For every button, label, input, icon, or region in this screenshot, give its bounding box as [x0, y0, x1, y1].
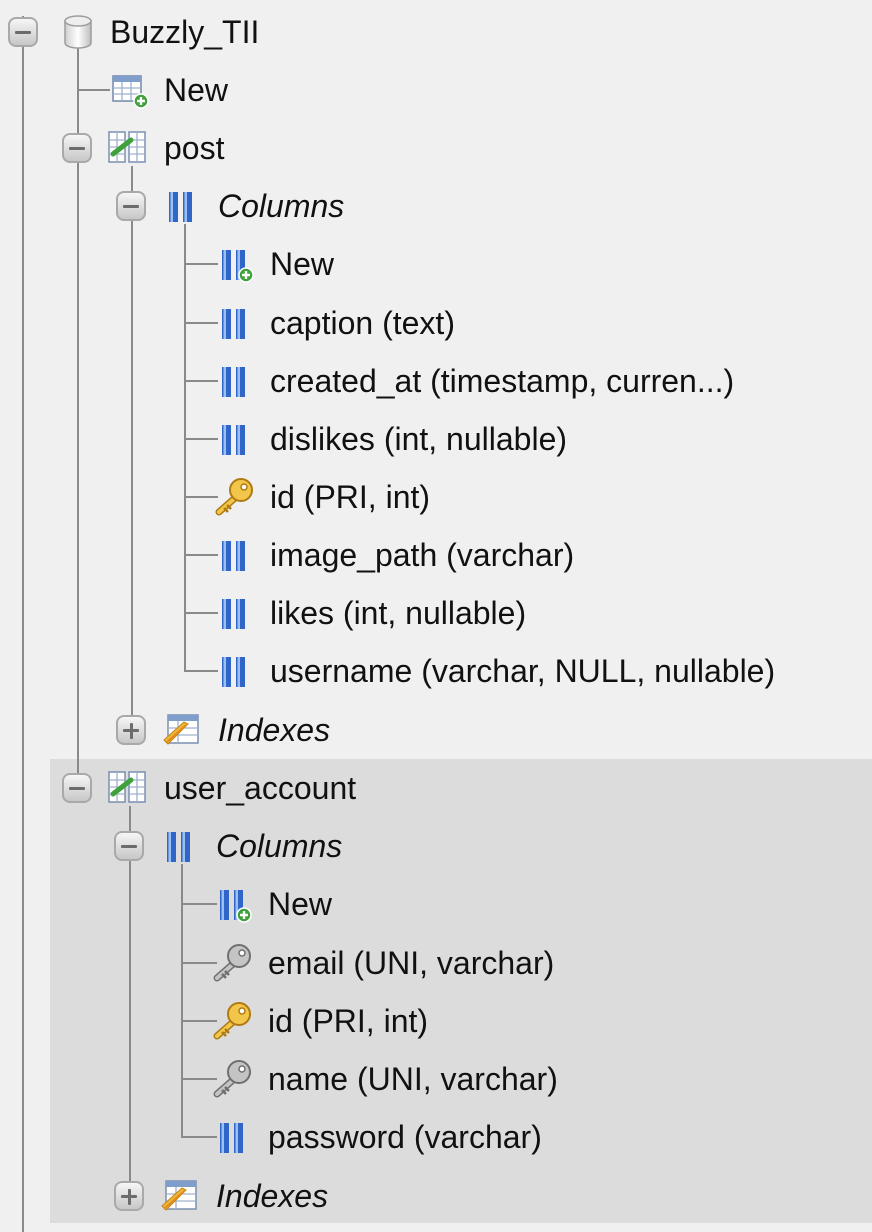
- tree-line: [184, 554, 218, 556]
- column-icon: [216, 593, 256, 633]
- column-label: caption (text): [270, 305, 455, 341]
- table-icon: [107, 768, 147, 808]
- column-label: created_at (timestamp, curren...): [270, 363, 735, 399]
- column-label: email (UNI, varchar): [268, 945, 555, 981]
- tree-node-table-user-account[interactable]: user_account: [0, 764, 872, 812]
- tree-line: [184, 224, 186, 672]
- column-icon: [216, 303, 256, 343]
- tree-node-indexes[interactable]: Indexes: [0, 706, 872, 754]
- collapse-toggle[interactable]: [116, 191, 146, 221]
- tree-node-column[interactable]: dislikes (int, nullable): [0, 415, 872, 463]
- tree-node-database[interactable]: Buzzly_TII: [0, 8, 872, 56]
- tree-line: [77, 89, 110, 91]
- column-label: id (PRI, int): [270, 479, 431, 515]
- column-icon: [216, 419, 256, 459]
- columns-label: Columns: [218, 188, 345, 224]
- column-label: New: [270, 246, 335, 282]
- column-icon: [214, 1117, 254, 1157]
- columns-icon: [163, 186, 203, 226]
- tree-line: [184, 380, 218, 382]
- tree-line: [77, 35, 79, 789]
- columns-label: Columns: [216, 828, 343, 864]
- table-label: post: [164, 130, 225, 166]
- column-label: image_path (varchar): [270, 537, 575, 573]
- tree-line: [131, 166, 133, 730]
- indexes-icon: [162, 710, 202, 750]
- column-icon: [216, 651, 256, 691]
- table-label: user_account: [164, 770, 357, 806]
- tree-node-column[interactable]: likes (int, nullable): [0, 589, 872, 637]
- tree-node-column[interactable]: id (PRI, int): [0, 997, 872, 1045]
- new-column-icon: [214, 884, 254, 924]
- tree-node-column[interactable]: caption (text): [0, 299, 872, 347]
- database-icon: [58, 12, 98, 52]
- tree-node-new-column[interactable]: New: [0, 880, 872, 928]
- tree-line: [184, 263, 218, 265]
- tree-line: [184, 322, 218, 324]
- unique-key-icon: [212, 1059, 252, 1099]
- tree-node-column[interactable]: email (UNI, varchar): [0, 939, 872, 987]
- tree-line: [181, 1020, 217, 1022]
- column-label: id (PRI, int): [268, 1003, 429, 1039]
- tree-node-column[interactable]: image_path (varchar): [0, 531, 872, 579]
- tree-line: [181, 1078, 217, 1080]
- primary-key-icon: [214, 477, 254, 517]
- expand-toggle[interactable]: [114, 1181, 144, 1211]
- database-label: Buzzly_TII: [110, 14, 260, 50]
- tree-node-columns[interactable]: Columns: [0, 182, 872, 230]
- column-label: password (varchar): [268, 1119, 542, 1155]
- tree-line: [184, 670, 218, 672]
- tree-node-columns[interactable]: Columns: [0, 822, 872, 870]
- column-label: dislikes (int, nullable): [270, 421, 568, 457]
- new-table-label: New: [164, 72, 229, 108]
- unique-key-icon: [212, 943, 252, 983]
- indexes-icon: [160, 1176, 200, 1216]
- collapse-toggle[interactable]: [62, 133, 92, 163]
- expand-toggle[interactable]: [116, 715, 146, 745]
- column-label: New: [268, 886, 333, 922]
- column-icon: [216, 361, 256, 401]
- new-table-icon: [110, 70, 150, 110]
- column-icon: [216, 535, 256, 575]
- collapse-toggle[interactable]: [8, 17, 38, 47]
- collapse-toggle[interactable]: [114, 831, 144, 861]
- tree-line: [181, 903, 217, 905]
- indexes-label: Indexes: [218, 712, 331, 748]
- indexes-label: Indexes: [216, 1178, 329, 1214]
- tree-node-column[interactable]: password (varchar): [0, 1113, 872, 1161]
- tree-line: [22, 16, 24, 1232]
- tree-node-new-table[interactable]: New: [0, 66, 872, 114]
- column-label: likes (int, nullable): [270, 595, 527, 631]
- tree-line: [181, 864, 183, 1136]
- tree-line: [184, 612, 218, 614]
- tree-line: [129, 806, 131, 1196]
- collapse-toggle[interactable]: [62, 773, 92, 803]
- column-label: username (varchar, NULL, nullable): [270, 653, 776, 689]
- tree-node-new-column[interactable]: New: [0, 240, 872, 288]
- new-column-icon: [216, 244, 256, 284]
- columns-icon: [161, 826, 201, 866]
- tree-node-column[interactable]: name (UNI, varchar): [0, 1055, 872, 1103]
- tree-line: [184, 496, 218, 498]
- tree-node-table-post[interactable]: post: [0, 124, 872, 172]
- column-label: name (UNI, varchar): [268, 1061, 558, 1097]
- tree-node-column[interactable]: id (PRI, int): [0, 473, 872, 521]
- tree-node-column[interactable]: created_at (timestamp, curren...): [0, 357, 872, 405]
- tree-node-column[interactable]: username (varchar, NULL, nullable): [0, 647, 872, 695]
- tree-line: [181, 1136, 217, 1138]
- tree-node-indexes[interactable]: Indexes: [0, 1172, 872, 1220]
- table-icon: [107, 128, 147, 168]
- primary-key-icon: [212, 1001, 252, 1041]
- tree-line: [184, 438, 218, 440]
- tree-line: [181, 962, 217, 964]
